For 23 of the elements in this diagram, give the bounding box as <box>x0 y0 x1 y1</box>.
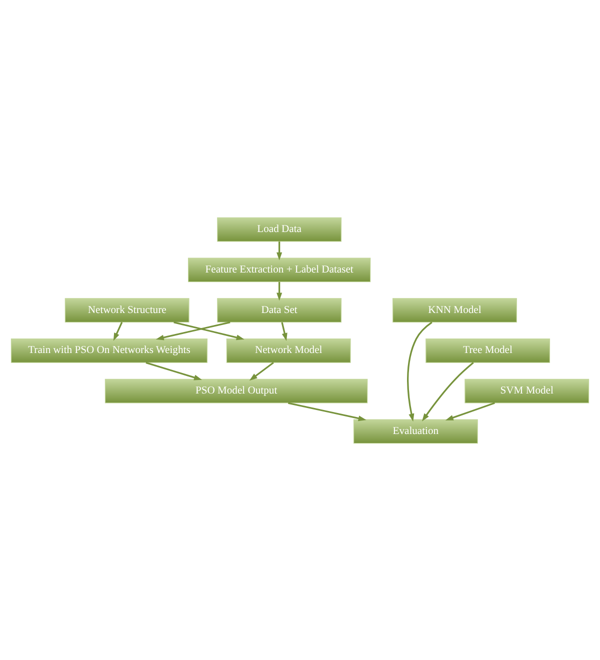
node-box: Feature Extraction + Label Dataset <box>188 257 371 282</box>
arrow <box>174 320 244 340</box>
arrow <box>422 362 474 421</box>
arrow <box>249 361 274 380</box>
arrow <box>288 402 366 421</box>
node-box: KNN Model <box>392 298 517 322</box>
arrow <box>281 322 288 341</box>
arrow <box>276 241 282 260</box>
arrow <box>113 321 123 340</box>
node-box: PSO Model Output <box>104 378 368 403</box>
arrow <box>276 281 282 300</box>
arrow <box>156 320 230 340</box>
arrow <box>146 361 202 380</box>
node-box: Load Data <box>217 216 342 242</box>
node-box: Data Set <box>217 298 342 322</box>
node-box: Train with PSO On Networks Weights <box>10 338 208 362</box>
node-box: SVM Model <box>464 378 590 403</box>
node-box: Network Model <box>226 338 351 362</box>
node-box: Network Structure <box>64 298 190 322</box>
node-box: Evaluation <box>353 418 478 444</box>
arrow <box>407 321 432 422</box>
arrow <box>445 402 495 420</box>
node-box: Tree Model <box>426 338 550 362</box>
